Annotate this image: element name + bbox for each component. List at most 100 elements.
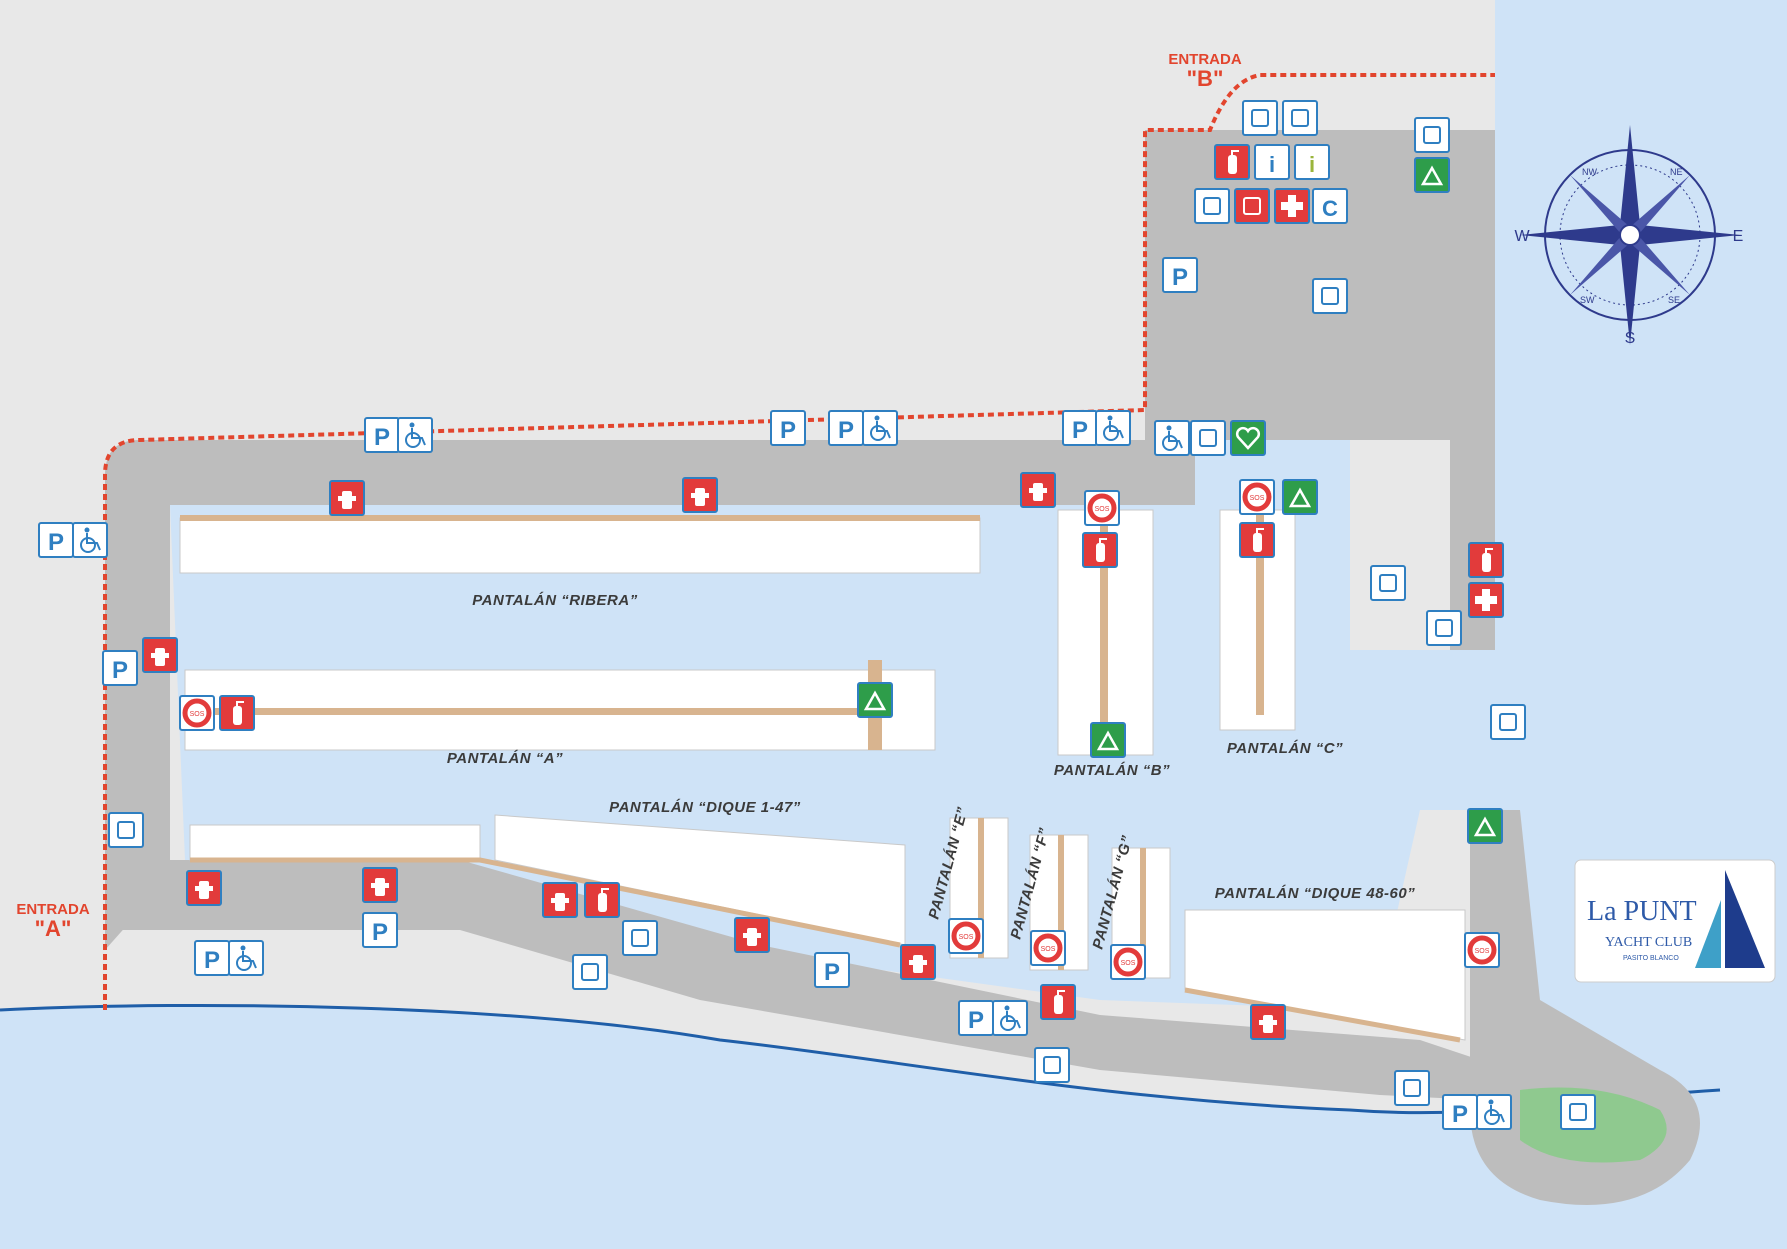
entrance-a-word: ENTRADA [16,901,89,918]
label-pier-a: PANTALÁN “A” [447,750,563,767]
extinguisher-icon[interactable] [584,882,620,918]
hydrant-icon[interactable] [362,867,398,903]
bin-icon[interactable] [1194,188,1230,224]
parking-icon[interactable]: P [828,410,864,446]
wheelchair-icon[interactable] [72,522,108,558]
wheelchair-icon[interactable] [397,417,433,453]
wheelchair-icon[interactable] [228,940,264,976]
rescue-icon[interactable] [1282,479,1318,515]
sos-icon[interactable]: SOS [1030,930,1066,966]
svg-text:P: P [1452,1101,1468,1128]
fuelbox-icon[interactable] [1414,117,1450,153]
compass-s: S [1625,330,1636,347]
noswim-icon[interactable] [1490,704,1526,740]
shower-icon[interactable] [1426,610,1462,646]
fuel-icon[interactable] [1370,565,1406,601]
svg-text:P: P [1072,417,1088,444]
parking-icon[interactable]: P [958,1000,994,1036]
compass-ne: NE [1670,167,1683,177]
sos-icon[interactable]: SOS [1464,932,1500,968]
extinguisher-icon[interactable] [1082,532,1118,568]
label-pier-dique48: PANTALÁN “DIQUE 48-60” [1215,885,1415,902]
sos-icon[interactable]: SOS [1110,944,1146,980]
pier-e-walk [978,818,984,958]
pier-ribera-walk [180,515,980,521]
label-pier-c: PANTALÁN “C” [1227,740,1343,757]
laundry-icon[interactable] [1282,100,1318,136]
defibrillator-icon[interactable] [1230,420,1266,456]
bottom-sea [0,1005,1720,1249]
parking-icon[interactable]: P [102,650,138,686]
parking-icon[interactable]: P [1162,257,1198,293]
bin-icon[interactable] [1394,1070,1430,1106]
extinguisher-icon[interactable] [219,695,255,731]
parking-icon[interactable]: P [364,417,400,453]
parking-icon[interactable]: P [770,410,806,446]
info-green-icon[interactable]: i [1294,144,1330,180]
hydrant-icon[interactable] [142,637,178,673]
parking-icon[interactable]: P [362,912,398,948]
rescue-icon[interactable] [1090,722,1126,758]
firstaid-icon[interactable] [1468,582,1504,618]
rescue-icon[interactable] [857,682,893,718]
svg-text:SOS: SOS [1041,946,1056,953]
parking-icon[interactable]: P [1442,1094,1478,1130]
compass-sw: SW [1580,295,1595,305]
svg-text:SOS: SOS [1475,948,1490,955]
svg-text:P: P [968,1007,984,1034]
hydrant-icon[interactable] [329,480,365,516]
hydrant-icon[interactable] [186,870,222,906]
label-pier-b: PANTALÁN “B” [1054,762,1170,779]
parking-icon[interactable]: P [1062,410,1098,446]
sos-icon[interactable]: SOS [179,695,215,731]
wheelchair-icon[interactable] [1476,1094,1512,1130]
extinguisher-icon[interactable] [1040,984,1076,1020]
hydrant-icon[interactable] [734,917,770,953]
toilets-icon[interactable] [572,954,608,990]
label-pier-ribera: PANTALÁN “RIBERA” [472,592,637,609]
firstaid-icon[interactable] [1274,188,1310,224]
dique1-berths-west [189,824,481,861]
toilets-icon[interactable] [1190,420,1226,456]
extinguisher-icon[interactable] [1214,144,1250,180]
info-icon[interactable]: i [1254,144,1290,180]
sos-icon[interactable]: SOS [1239,479,1275,515]
perimeter-fence [103,73,1495,1010]
pier-f-walk [1058,835,1064,970]
restaurant-icon[interactable] [1560,1094,1596,1130]
wheelchair-icon[interactable] [1154,420,1190,456]
wheelchair-icon[interactable] [862,410,898,446]
toilets-icon[interactable] [1034,1047,1070,1083]
crane-icon[interactable] [1312,278,1348,314]
svg-text:P: P [372,919,388,946]
extinguisher-icon[interactable] [1239,522,1275,558]
logo-club: YACHT CLUB [1605,935,1692,950]
dique48-walk [1184,987,1461,1043]
compass-w: W [1514,228,1530,245]
phone-icon[interactable] [1234,188,1270,224]
recycle-icon[interactable] [1414,157,1450,193]
rescue-icon[interactable] [1467,808,1503,844]
hydrant-icon[interactable] [1250,1004,1286,1040]
parking-icon[interactable]: P [194,940,230,976]
svg-text:i: i [1309,152,1315,177]
svg-text:SOS: SOS [1121,960,1136,967]
sos-icon[interactable]: SOS [948,918,984,954]
hydrant-icon[interactable] [900,944,936,980]
hydrant-icon[interactable] [542,882,578,918]
wheelchair-icon[interactable] [992,1000,1028,1036]
bin-icon[interactable] [108,812,144,848]
wheelchair-icon[interactable] [1095,410,1131,446]
customs-icon[interactable]: C [1312,188,1348,224]
hydrant-icon[interactable] [1020,472,1056,508]
parking-icon[interactable]: P [814,952,850,988]
sos-icon[interactable]: SOS [1084,490,1120,526]
svg-text:P: P [112,657,128,684]
extinguisher-icon[interactable] [1468,542,1504,578]
logo-name: La PUNT [1587,896,1697,927]
bin-icon[interactable] [622,920,658,956]
cart-icon[interactable] [1242,100,1278,136]
parking-icon[interactable]: P [38,522,74,558]
hydrant-icon[interactable] [682,477,718,513]
